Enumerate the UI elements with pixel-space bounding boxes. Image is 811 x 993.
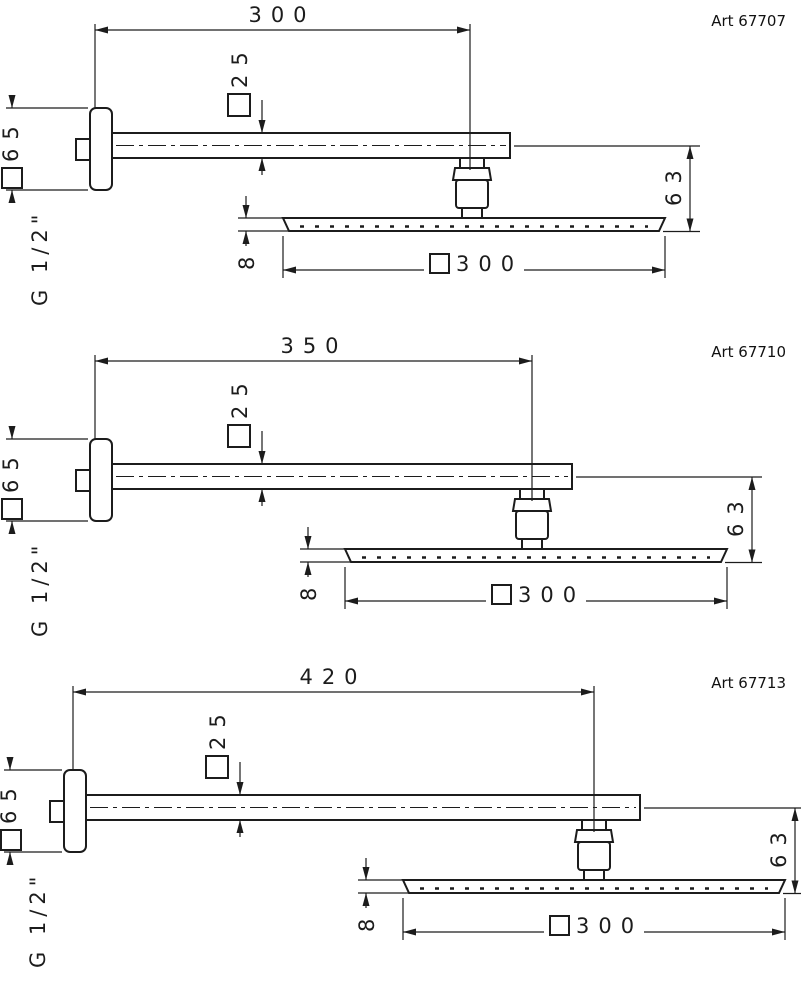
thread-nipple [49, 800, 65, 823]
head-thickness-label: 8 [235, 248, 259, 270]
square-symbol-icon [227, 93, 251, 117]
connector-neck [459, 157, 485, 169]
drawing-art-67707: 300 25 65 G 1/2" 63 8 300 Art [0, 3, 786, 306]
shower-head-plate [343, 548, 729, 563]
head-width-label: 300 [576, 914, 643, 938]
connector-collar [451, 167, 493, 181]
connector-lower-neck [583, 869, 605, 881]
wall-flange [89, 107, 113, 191]
square-symbol-icon [491, 584, 512, 605]
connector-collar [573, 829, 615, 843]
thread-nipple [75, 138, 91, 161]
arm-section-label: 25 [206, 705, 230, 750]
drawing-art-67713: 420 25 65 G 1/2" 63 8 300 Art 67713 [0, 665, 801, 968]
thread-label: G 1/2" [28, 541, 52, 637]
connector-lower-neck [521, 538, 543, 550]
shower-head-plate [281, 217, 667, 232]
connector-body [577, 841, 611, 871]
square-symbol-icon [0, 829, 22, 851]
square-symbol-icon [227, 424, 251, 448]
connector-body [515, 510, 549, 540]
square-symbol-icon [1, 167, 23, 189]
wall-flange-label: 65 [0, 779, 21, 824]
square-symbol-icon [205, 755, 229, 779]
square-symbol-icon [549, 915, 570, 936]
connector-collar [511, 498, 553, 512]
thread-label: G 1/2" [28, 210, 52, 306]
article-number-label: Art 67713 [711, 674, 786, 692]
wall-flange [63, 769, 87, 853]
head-width-label: 300 [456, 252, 523, 276]
arm-length-label: 300 [248, 3, 315, 27]
head-thickness-label: 8 [297, 579, 321, 601]
wall-flange [89, 438, 113, 522]
head-drop-label: 63 [767, 823, 791, 868]
head-width-label: 300 [518, 583, 585, 607]
head-drop-label: 63 [662, 161, 686, 206]
wall-flange-label: 65 [0, 448, 23, 493]
square-symbol-icon [429, 253, 450, 274]
head-drop-label: 63 [724, 492, 748, 537]
arm-length-label: 420 [299, 665, 366, 689]
wall-flange-label: 65 [0, 117, 23, 162]
article-number-label: Art 67707 [711, 12, 786, 30]
head-thickness-label: 8 [355, 910, 379, 932]
thread-label: G 1/2" [26, 872, 50, 968]
shower-head-plate [401, 879, 787, 894]
arm-section-label: 25 [228, 374, 252, 419]
arm-length-label: 350 [280, 334, 347, 358]
drawing-art-67710: 350 25 65 G 1/2" 63 8 300 Art 67710 [0, 334, 786, 637]
arm-section-label: 25 [228, 43, 252, 88]
thread-nipple [75, 469, 91, 492]
connector-lower-neck [461, 207, 483, 219]
article-number-label: Art 67710 [711, 343, 786, 361]
square-symbol-icon [1, 498, 23, 520]
connector-body [455, 179, 489, 209]
